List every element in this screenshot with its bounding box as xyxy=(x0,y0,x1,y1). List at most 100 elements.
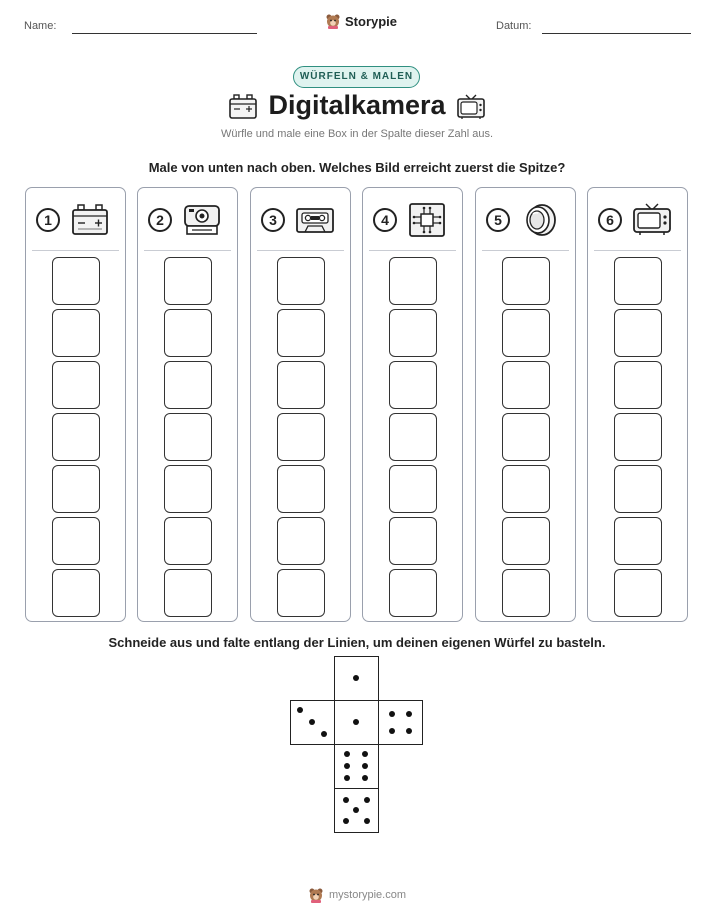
column-header: 5 xyxy=(486,203,566,237)
car-battery-icon xyxy=(70,203,110,242)
column-divider xyxy=(482,250,569,251)
color-box[interactable] xyxy=(502,517,550,565)
color-box[interactable] xyxy=(502,257,550,305)
die-pip xyxy=(362,751,369,758)
retro-tv-icon xyxy=(632,203,672,242)
color-box[interactable] xyxy=(389,465,437,513)
cassette-tape-icon xyxy=(295,203,335,242)
column-header: 4 xyxy=(373,203,453,237)
color-box[interactable] xyxy=(52,517,100,565)
die-pip xyxy=(353,719,359,725)
color-box[interactable] xyxy=(502,361,550,409)
column-header: 6 xyxy=(598,203,678,237)
die-pip xyxy=(342,796,349,803)
instant-camera-icon xyxy=(182,203,222,242)
color-box[interactable] xyxy=(614,465,662,513)
column-2: 2 xyxy=(137,187,238,622)
die-pip xyxy=(309,719,315,725)
column-4: 4 xyxy=(362,187,463,622)
column-number: 5 xyxy=(486,208,510,232)
color-box[interactable] xyxy=(614,361,662,409)
die-face-1 xyxy=(334,700,379,745)
column-header: 2 xyxy=(148,203,228,237)
column-number: 4 xyxy=(373,208,397,232)
die-pip xyxy=(343,751,350,758)
die-pip xyxy=(363,796,370,803)
color-box[interactable] xyxy=(52,361,100,409)
color-box[interactable] xyxy=(52,569,100,617)
column-number: 2 xyxy=(148,208,172,232)
color-box[interactable] xyxy=(164,517,212,565)
color-box[interactable] xyxy=(614,517,662,565)
color-box[interactable] xyxy=(164,569,212,617)
color-box[interactable] xyxy=(502,569,550,617)
column-divider xyxy=(144,250,231,251)
die-pip xyxy=(363,817,370,824)
footer: mystorypie.com xyxy=(0,887,714,903)
color-box[interactable] xyxy=(614,569,662,617)
color-box[interactable] xyxy=(614,257,662,305)
die-pip xyxy=(342,817,349,824)
die-face-3 xyxy=(290,700,335,745)
die-pip xyxy=(353,675,359,681)
color-box[interactable] xyxy=(502,465,550,513)
column-6: 6 xyxy=(587,187,688,622)
color-box[interactable] xyxy=(277,309,325,357)
color-box[interactable] xyxy=(277,413,325,461)
microchip-icon xyxy=(407,203,447,242)
die-pip xyxy=(353,807,359,813)
die-pip xyxy=(406,710,413,717)
car-battery-icon xyxy=(229,94,257,119)
brand-name: Storypie xyxy=(345,13,398,29)
color-box[interactable] xyxy=(389,413,437,461)
activity-badge: WÜRFELN & MALEN xyxy=(293,66,420,88)
color-box[interactable] xyxy=(389,309,437,357)
column-header: 1 xyxy=(36,203,116,237)
bear-mascot-icon xyxy=(309,888,323,903)
bear-mascot-icon xyxy=(326,14,340,29)
color-box[interactable] xyxy=(277,361,325,409)
name-label: Name: xyxy=(24,20,57,32)
camera-lens-icon xyxy=(520,203,560,242)
color-box[interactable] xyxy=(614,309,662,357)
color-box[interactable] xyxy=(389,257,437,305)
die-pip xyxy=(343,763,350,769)
color-box[interactable] xyxy=(502,413,550,461)
date-label: Datum: xyxy=(496,20,532,32)
die-pip xyxy=(406,728,413,735)
column-1: 1 xyxy=(25,187,126,622)
date-line[interactable] xyxy=(542,33,691,34)
color-box[interactable] xyxy=(52,309,100,357)
page-subtitle: Würfle und male eine Box in der Spalte d… xyxy=(220,128,494,140)
color-box[interactable] xyxy=(164,309,212,357)
column-3: 3 xyxy=(250,187,351,622)
color-box[interactable] xyxy=(277,257,325,305)
color-box[interactable] xyxy=(277,465,325,513)
column-number: 3 xyxy=(261,208,285,232)
cut-instruction: Schneide aus und falte entlang der Linie… xyxy=(108,635,606,650)
footer-url[interactable]: mystorypie.com xyxy=(328,889,407,901)
color-box[interactable] xyxy=(52,257,100,305)
color-box[interactable] xyxy=(277,569,325,617)
column-divider xyxy=(32,250,119,251)
color-box[interactable] xyxy=(164,465,212,513)
name-line[interactable] xyxy=(72,33,257,34)
color-box[interactable] xyxy=(164,361,212,409)
color-box[interactable] xyxy=(389,569,437,617)
color-box[interactable] xyxy=(52,465,100,513)
die-face-4 xyxy=(378,700,423,745)
die-pip xyxy=(343,774,350,781)
die-pip xyxy=(362,763,369,769)
color-box[interactable] xyxy=(277,517,325,565)
color-box[interactable] xyxy=(164,257,212,305)
column-divider xyxy=(369,250,456,251)
color-box[interactable] xyxy=(389,361,437,409)
color-box[interactable] xyxy=(164,413,212,461)
color-box[interactable] xyxy=(389,517,437,565)
color-box[interactable] xyxy=(614,413,662,461)
color-box[interactable] xyxy=(52,413,100,461)
color-box[interactable] xyxy=(502,309,550,357)
column-header: 3 xyxy=(261,203,341,237)
die-face-6 xyxy=(334,744,379,789)
die-face-1 xyxy=(334,656,379,701)
